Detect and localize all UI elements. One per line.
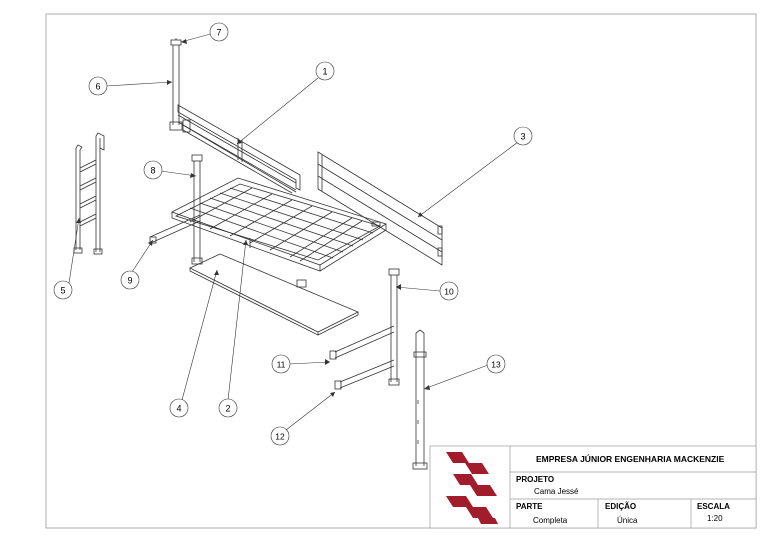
left-post [149, 154, 203, 265]
callout-12-label: 12 [275, 432, 285, 442]
edicao-label: EDIÇÃO [605, 502, 636, 511]
callout-9: 9 [120, 270, 140, 290]
callout-1-label: 1 [322, 67, 327, 77]
leader-lines [68, 31, 519, 431]
right-post [329, 268, 400, 390]
parte-label: PARTE [516, 502, 543, 511]
callout-3: 3 [513, 126, 533, 146]
callout-13: 13 [486, 354, 506, 374]
callout-10: 10 [439, 281, 459, 301]
callout-5: 5 [53, 280, 73, 300]
escala-label: ESCALA [697, 502, 730, 511]
company-name: EMPRESA JÚNIOR ENGENHARIA MACKENZIE [536, 453, 725, 464]
escala-value: 1:20 [707, 514, 723, 523]
callout-6: 6 [88, 76, 108, 96]
tall-post [412, 329, 428, 470]
projeto-value: Cama Jessé [534, 487, 579, 496]
callout-7-label: 7 [216, 28, 221, 38]
callout-11-label: 11 [277, 360, 286, 370]
rear-post [169, 38, 183, 131]
callout-10-label: 10 [444, 287, 454, 297]
callout-2: 2 [218, 398, 238, 418]
callout-8: 8 [143, 160, 163, 180]
ladder [73, 132, 105, 255]
callout-3-label: 3 [520, 132, 525, 142]
side-panel [317, 151, 443, 266]
callout-5-label: 5 [60, 286, 65, 296]
parte-value: Completa [533, 516, 568, 525]
edicao-value: Única [617, 516, 638, 525]
callout-7: 7 [209, 22, 229, 42]
callout-13-label: 13 [491, 360, 501, 370]
callout-11: 11 [271, 354, 291, 374]
callout-8-label: 8 [150, 166, 155, 176]
callout-1: 1 [315, 61, 335, 81]
callout-6-label: 6 [95, 82, 100, 92]
sheet-border [45, 13, 757, 529]
callout-4-label: 4 [176, 404, 181, 414]
bed-frame [170, 177, 387, 288]
projeto-label: PROJETO [516, 475, 554, 484]
exploded-assembly [73, 38, 443, 470]
leader-arrows [76, 39, 430, 397]
callout-bubbles: 1 2 3 4 5 6 7 8 9 10 11 12 13 [53, 22, 533, 446]
callout-9-label: 9 [127, 276, 132, 286]
guard-rail [177, 104, 301, 194]
company-logo [446, 452, 498, 524]
base-board [189, 253, 359, 336]
title-block: EMPRESA JÚNIOR ENGENHARIA MACKENZIE PROJ… [429, 445, 757, 529]
callout-12: 12 [270, 426, 290, 446]
callout-4: 4 [169, 398, 189, 418]
callout-2-label: 2 [225, 404, 230, 414]
